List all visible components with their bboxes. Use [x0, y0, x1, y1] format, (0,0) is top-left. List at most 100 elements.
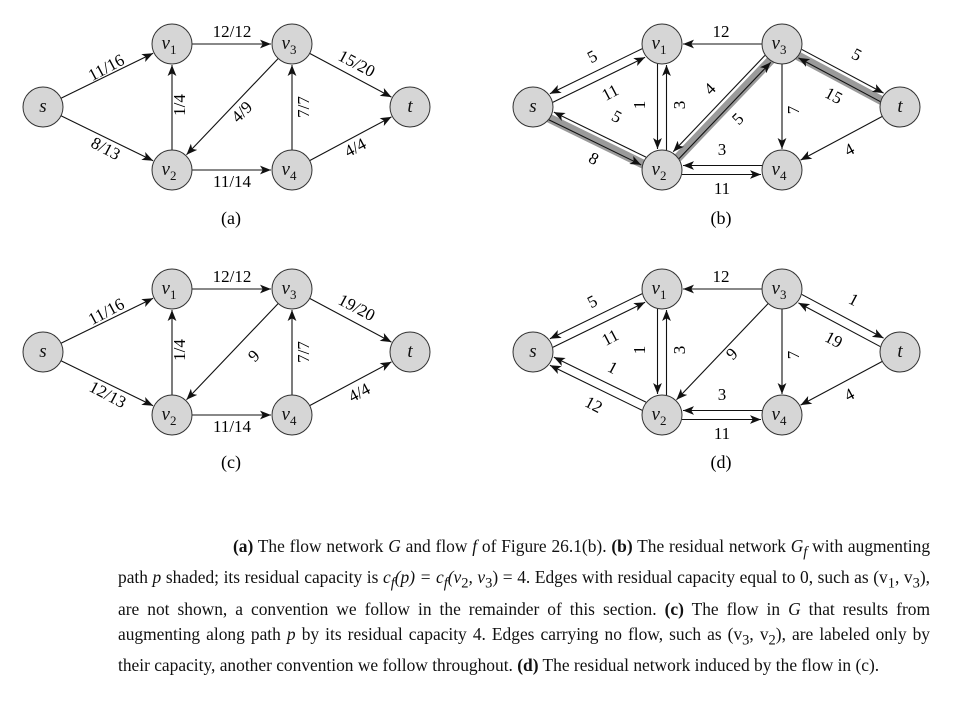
node-label-subscript: 2 — [660, 413, 667, 428]
edge-label-v3-v4: 7 — [784, 105, 803, 114]
node-label-text: v — [162, 278, 171, 299]
edge-label-t-v4: 4 — [841, 384, 858, 405]
edge-label-s-v1: 11/16 — [85, 294, 128, 329]
node-label-subscript: 1 — [170, 42, 177, 57]
edge-label-v2-v4: 3 — [718, 385, 727, 404]
node-circle — [271, 149, 313, 191]
node-label-v3: v3 — [282, 33, 297, 57]
node-label-v1: v1 — [652, 33, 667, 57]
node-label-v3: v3 — [772, 278, 787, 302]
edge-label-v3-v2: 9 — [722, 344, 741, 363]
panel-label-b: (b) — [711, 208, 732, 229]
node-v1: v1 — [641, 268, 683, 310]
node-label-v3: v3 — [772, 33, 787, 57]
node-label-text: v — [772, 278, 781, 299]
node-label-subscript: 3 — [780, 42, 787, 57]
edge-label-t-v3: 15 — [822, 83, 846, 108]
figure-caption: (a) The flow network G and flow f of Fig… — [118, 534, 930, 678]
edge-label-t-v4: 4 — [841, 139, 858, 160]
node-label-subscript: 1 — [660, 287, 667, 302]
node-label-v2: v2 — [162, 404, 177, 428]
edge-label-s-v2: 12/13 — [86, 377, 129, 412]
caption-text: with augmenting path — [118, 536, 931, 588]
caption-a-label: (a) — [233, 536, 254, 556]
node-label-subscript: 4 — [780, 168, 787, 183]
node-t: t — [389, 331, 431, 373]
edge-v3-v2 — [186, 303, 279, 401]
caption-c-label: (c) — [664, 598, 684, 619]
caption-var: c — [382, 567, 391, 588]
node-circle — [389, 331, 431, 373]
edge-label-t-v3: 19 — [822, 327, 846, 352]
edge-t-v4 — [800, 360, 883, 406]
edge-label-s-v1: 5 — [584, 291, 600, 312]
edge-label-s-v2: 8/13 — [88, 133, 124, 164]
panel-label-a: (a) — [221, 208, 241, 229]
node-s: s — [512, 86, 554, 128]
edge-v2-s — [549, 364, 643, 411]
edge-label-v3-t: 5 — [849, 44, 865, 65]
node-label-text: v — [162, 404, 171, 425]
node-circle — [761, 149, 803, 191]
caption-sub: 2 — [461, 575, 469, 592]
edge-t-v4 — [800, 115, 883, 161]
caption-var: G — [790, 536, 804, 556]
edge-s-v2 — [548, 119, 642, 166]
edge-label-v3-v1: 12 — [713, 267, 730, 286]
node-v3: v3 — [271, 23, 313, 65]
node-label-text: v — [772, 404, 781, 425]
edge-label-v3-t: 19/20 — [335, 290, 378, 325]
edge-v1-s — [549, 293, 643, 340]
edge-label-v2-s: 8 — [586, 148, 602, 169]
caption-text: ) = 4. Edges with residual capacity equa… — [492, 567, 888, 588]
node-label-subscript: 2 — [660, 168, 667, 183]
edge-label-v2-v1: 1/4 — [170, 339, 189, 361]
edge-v3-t — [309, 52, 392, 98]
node-circle — [879, 331, 921, 373]
panel-label-d: (d) — [711, 452, 732, 473]
node-label-v4: v4 — [772, 159, 787, 183]
node-circle — [641, 268, 683, 310]
node-s: s — [22, 86, 64, 128]
node-label-text: t — [897, 96, 903, 117]
node-label-v4: v4 — [772, 404, 787, 428]
edge-label-v4-v3: 7/7 — [294, 341, 313, 363]
node-label-subscript: 4 — [290, 413, 297, 428]
edge-label-v1-v3: 12/12 — [213, 22, 252, 41]
node-label-t: t — [407, 96, 413, 117]
edge-label-v1-v2: 1 — [630, 101, 649, 110]
node-v3: v3 — [761, 23, 803, 65]
node-v1: v1 — [151, 23, 193, 65]
node-label-s: s — [529, 341, 536, 362]
caption-var: (p) = c — [394, 567, 444, 588]
node-label-t: t — [897, 96, 903, 117]
edge-t-v3 — [798, 57, 881, 103]
augmenting-path-shade — [793, 51, 886, 105]
node-label-s: s — [39, 96, 46, 117]
node-label-text: v — [162, 33, 171, 54]
node-label-text: v — [162, 159, 171, 180]
augmenting-path-shade — [545, 113, 648, 169]
node-circle — [22, 331, 64, 373]
edge-s-v1 — [552, 56, 646, 103]
caption-text: of Figure 26.1(b). — [477, 536, 612, 556]
edge-s-v1 — [552, 301, 646, 348]
node-label-text: v — [652, 33, 661, 54]
caption-sub: 2 — [768, 632, 776, 649]
node-label-text: t — [897, 341, 903, 362]
node-v4: v4 — [761, 394, 803, 436]
node-circle — [512, 86, 554, 128]
edge-label-v4-t: 4/4 — [341, 134, 370, 161]
node-label-v4: v4 — [282, 159, 297, 183]
edge-v4-t — [309, 116, 392, 162]
edge-label-s-v2: 5 — [609, 106, 625, 127]
caption-var: p — [152, 567, 162, 588]
edge-v3-t — [801, 293, 884, 339]
node-label-text: s — [39, 96, 46, 117]
edge-label-v2-v4: 11/14 — [213, 417, 252, 436]
node-label-v3: v3 — [282, 278, 297, 302]
edge-label-s-v1: 11/16 — [85, 50, 128, 85]
edge-t-v3 — [798, 302, 881, 348]
edge-v3-t — [309, 297, 392, 343]
